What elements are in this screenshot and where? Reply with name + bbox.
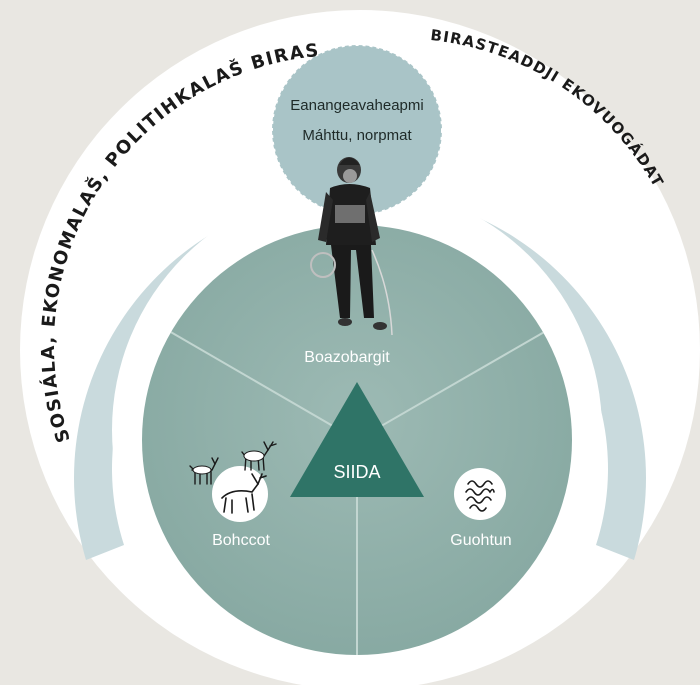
lichen-icon xyxy=(454,468,506,520)
siida-label: SIIDA xyxy=(333,462,380,482)
pasture-label: Guohtun xyxy=(450,532,511,549)
reindeer-icon xyxy=(189,441,277,522)
knowledge-norms-label: Máhttu, norpmat xyxy=(302,127,412,144)
person-herder-icon xyxy=(310,157,393,336)
reindeer-label: Bohccot xyxy=(212,532,270,549)
herders-label: Boazobargit xyxy=(304,349,390,366)
siida-triangle xyxy=(290,382,424,497)
land-use-label: Eanangeavaheapmi xyxy=(290,97,423,114)
